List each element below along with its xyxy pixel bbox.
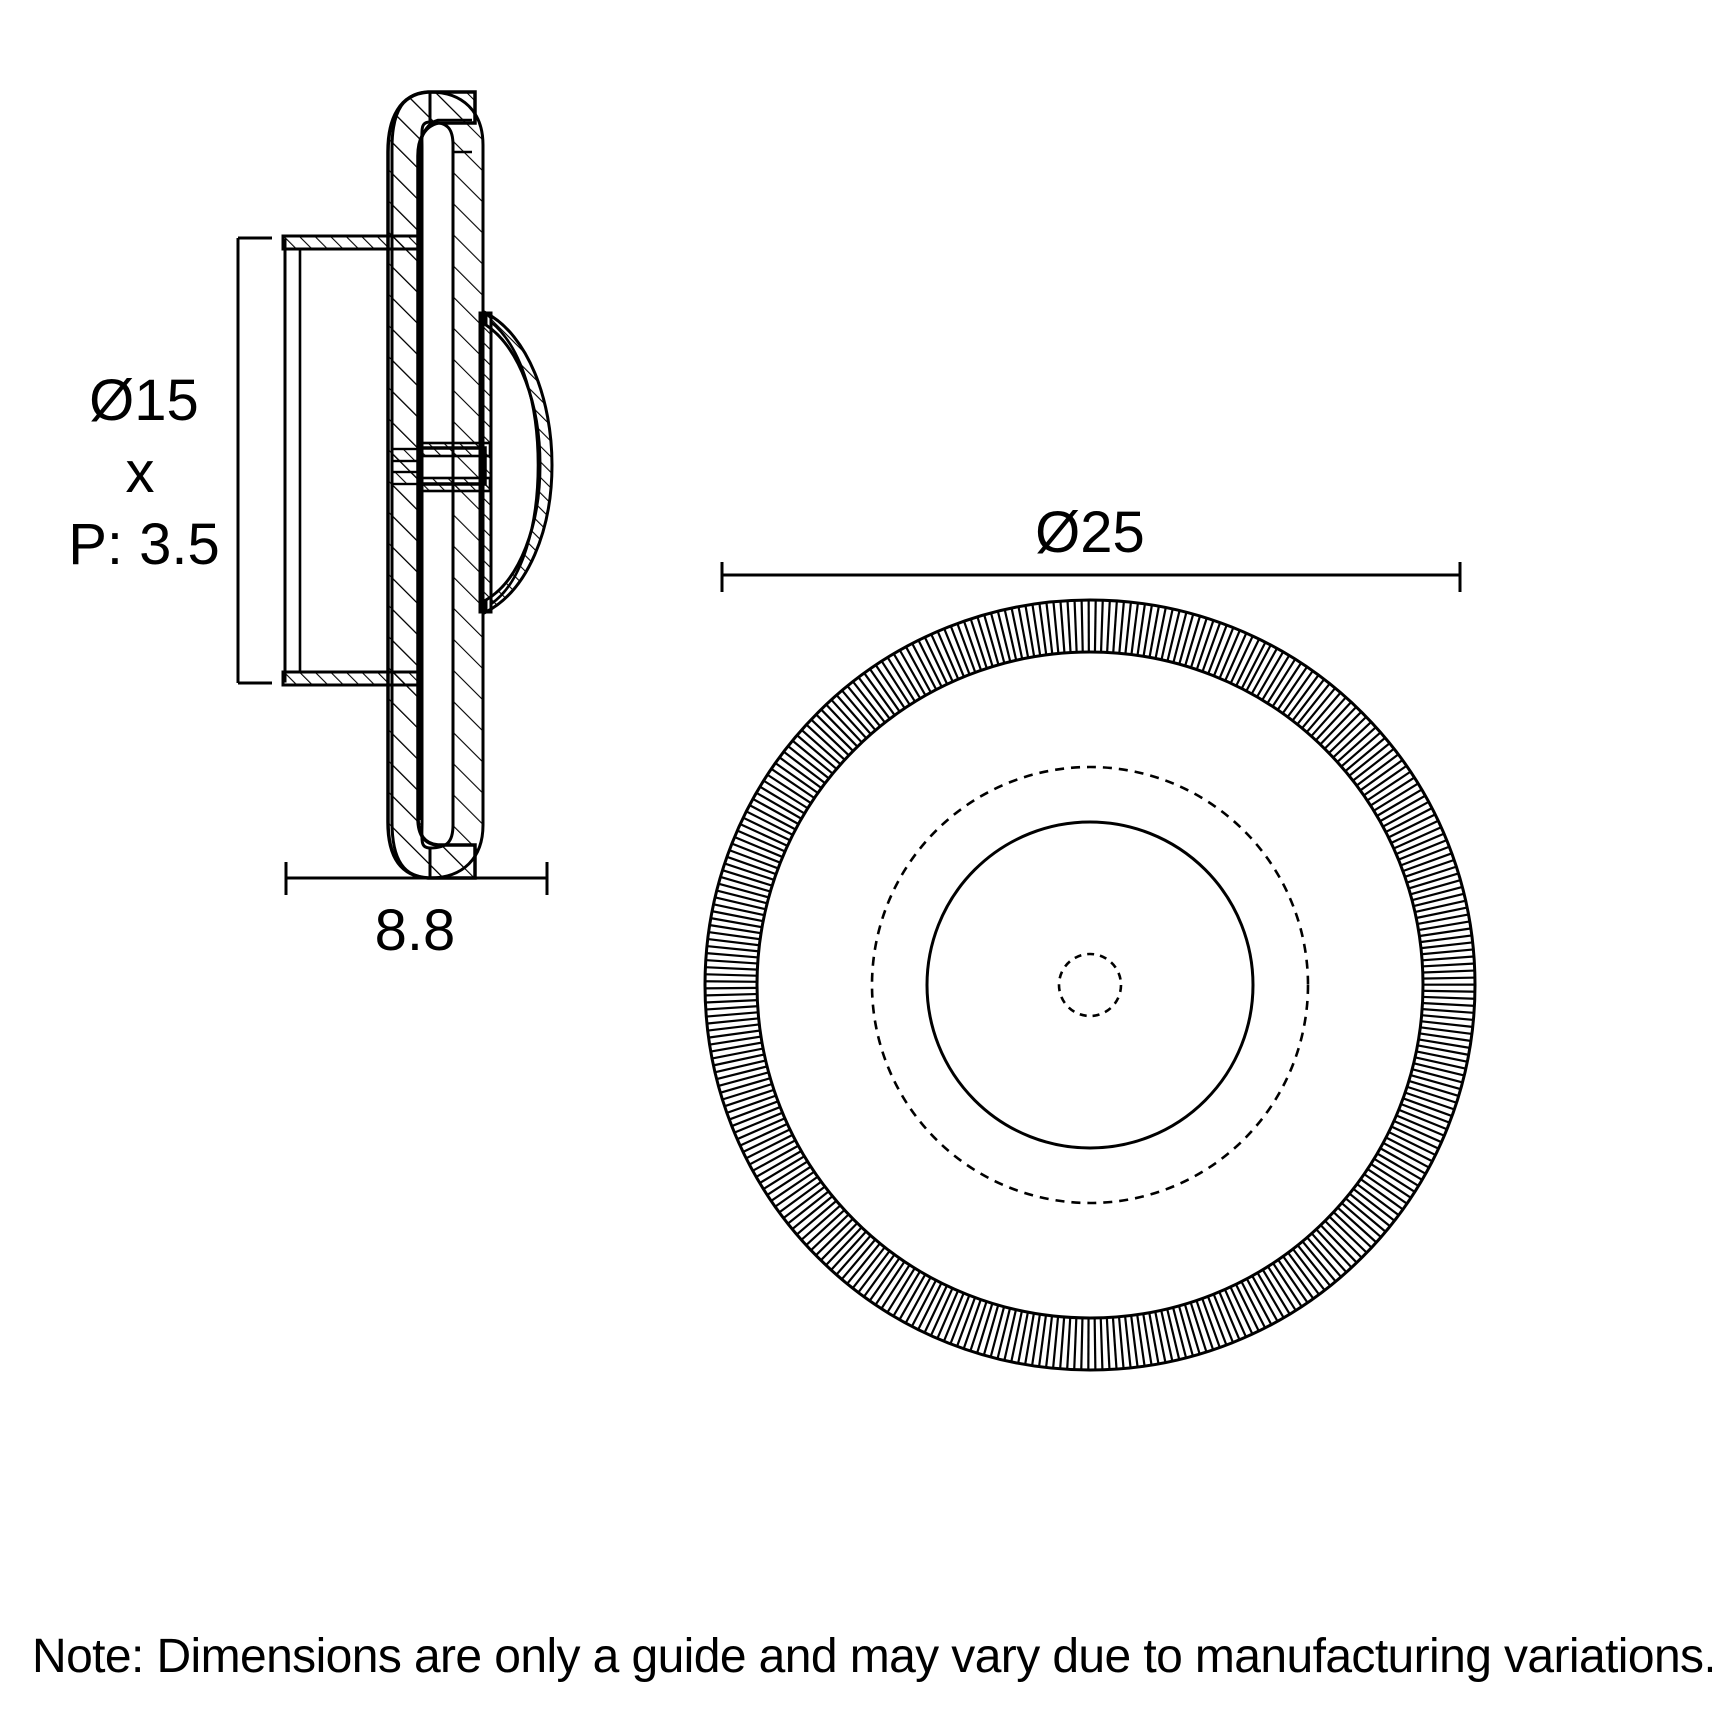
outer-ring-hatched	[702, 596, 1479, 1374]
label-width: 8.8	[375, 898, 456, 963]
inner-dashed-circle	[870, 765, 1310, 1205]
label-multiply: x	[126, 440, 155, 505]
side-sectional-view	[236, 90, 554, 895]
front-plan-view	[702, 562, 1479, 1374]
front-dome-section	[478, 310, 554, 615]
ring-hatch-fill	[702, 596, 1479, 1374]
label-diameter: Ø25	[1035, 500, 1145, 565]
center-hole-circle	[1057, 952, 1123, 1018]
dimension-width-88	[284, 862, 549, 895]
label-height-diameter: Ø15	[89, 368, 199, 433]
rear-mounting-cylinder	[281, 234, 422, 687]
dimension-height-15	[236, 236, 272, 685]
dimension-diameter-25	[720, 562, 1462, 592]
inner-solid-circle	[925, 820, 1255, 1150]
radial-hatch-lines	[702, 596, 1479, 1374]
label-projection: P: 3.5	[68, 512, 220, 577]
manufacturing-note: Note: Dimensions are only a guide and ma…	[32, 1630, 1712, 1683]
